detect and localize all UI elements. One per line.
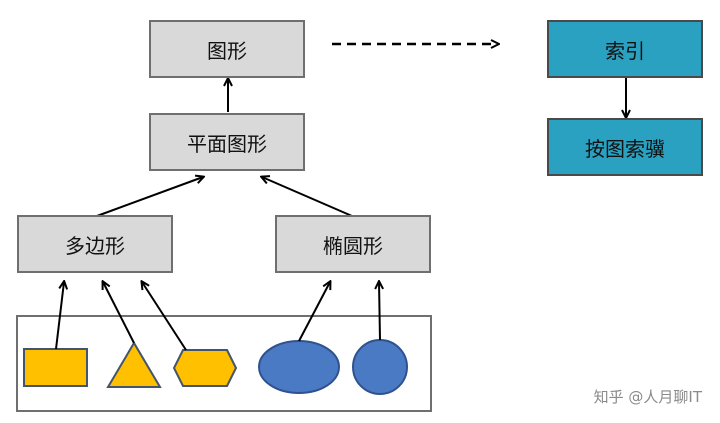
node-graphic: 图形 [149,20,305,78]
arrow-ellipse-to-ellipse-class [298,282,330,342]
arrow-rectangle-to-polygon [55,282,64,350]
arrow-circle-to-ellipse-class [379,282,380,341]
node-ellipse: 椭圆形 [275,215,431,273]
watermark: 知乎 @人月聊IT [593,388,702,406]
arrow-ellipse-to-plane [262,177,353,217]
hexagon-icon [172,349,238,387]
rectangle-icon [23,348,88,387]
node-graphic-label: 图形 [207,38,247,63]
node-index-by-graphic-label: 按图索骥 [585,136,665,161]
node-plane-graphic-label: 平面图形 [187,131,267,156]
node-ellipse-label: 椭圆形 [323,233,383,258]
triangle-icon [106,341,162,388]
arrow-polygon-to-plane [96,177,203,217]
node-polygon-label: 多边形 [65,233,125,258]
ellipse-icon [258,340,340,394]
node-polygon: 多边形 [17,215,173,273]
circle-icon [352,339,408,395]
node-index: 索引 [547,20,703,78]
arrow-triangle-to-polygon [103,282,135,344]
node-index-by-graphic: 按图索骥 [547,118,703,176]
node-plane-graphic: 平面图形 [149,113,305,171]
node-index-label: 索引 [605,38,645,63]
arrow-hexagon-to-polygon [142,282,187,351]
